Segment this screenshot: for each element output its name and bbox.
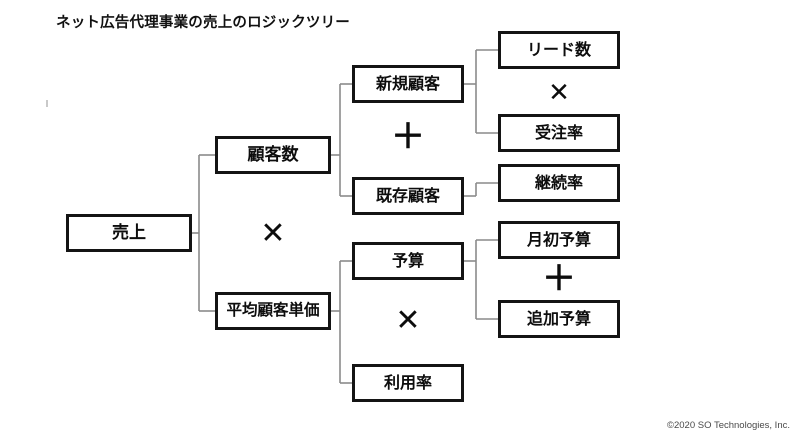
node-budget[interactable]: 予算	[352, 242, 464, 280]
operator-plus-budget: ＋	[542, 259, 576, 299]
node-average-unit-price[interactable]: 平均顧客単価	[215, 292, 331, 330]
operator-multiply-unitprice: ✕	[395, 303, 421, 338]
node-additional-budget[interactable]: 追加予算	[498, 300, 620, 338]
stray-artifact-mark	[46, 100, 48, 107]
node-existing-customer[interactable]: 既存顧客	[352, 177, 464, 215]
node-customer-count[interactable]: 顧客数	[215, 136, 331, 174]
page-title: ネット広告代理事業の売上のロジックツリー	[56, 15, 350, 31]
node-month-start-budget[interactable]: 月初予算	[498, 221, 620, 259]
operator-multiply-newcustomer: ✕	[548, 78, 570, 108]
node-retention-rate[interactable]: 継続率	[498, 164, 620, 202]
copyright-notice: ©2020 SO Technologies, Inc.	[666, 420, 790, 431]
node-lead-count[interactable]: リード数	[498, 31, 620, 69]
operator-plus-customer: ＋	[391, 117, 425, 157]
node-order-rate[interactable]: 受注率	[498, 114, 620, 152]
node-new-customer[interactable]: 新規顧客	[352, 65, 464, 103]
node-sales[interactable]: 売上	[66, 214, 192, 252]
operator-multiply-root: ✕	[260, 216, 286, 251]
node-usage-rate[interactable]: 利用率	[352, 364, 464, 402]
